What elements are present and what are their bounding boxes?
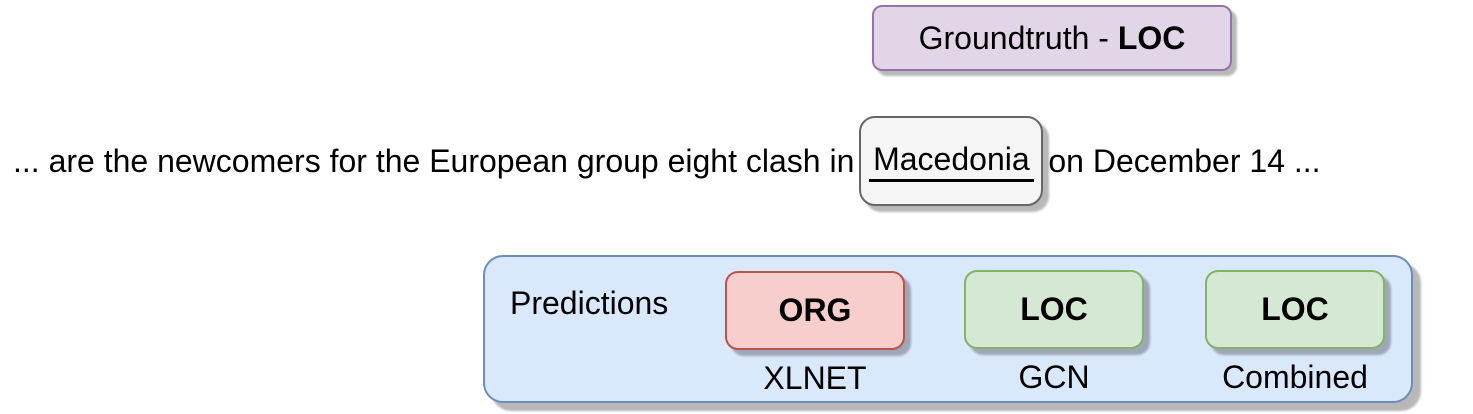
predictions-panel: Predictions ORG XLNET LOC GCN LOC Combin… bbox=[483, 255, 1413, 403]
prediction-box-xlnet: ORG bbox=[725, 271, 905, 350]
groundtruth-label: LOC bbox=[1117, 19, 1186, 56]
predictions-title: Predictions bbox=[510, 285, 669, 321]
model-label-combined: Combined bbox=[1222, 359, 1368, 395]
example-sentence: ... are the newcomers for the European g… bbox=[13, 115, 1321, 207]
prediction-group-combined: LOC Combined bbox=[1205, 270, 1385, 396]
model-label-gcn: GCN bbox=[1018, 359, 1090, 395]
groundtruth-box: Groundtruth - LOC bbox=[872, 5, 1232, 71]
groundtruth-prefix: Groundtruth - bbox=[918, 19, 1118, 56]
entity-box: Macedonia bbox=[859, 116, 1044, 206]
entity-text: Macedonia bbox=[869, 141, 1034, 182]
model-label-xlnet: XLNET bbox=[763, 360, 867, 396]
prediction-box-combined: LOC bbox=[1205, 270, 1385, 349]
prediction-group-xlnet: ORG XLNET bbox=[725, 271, 905, 397]
prediction-box-gcn: LOC bbox=[964, 270, 1144, 349]
sentence-text-after: on December 14 ... bbox=[1048, 142, 1321, 179]
prediction-group-gcn: LOC GCN bbox=[964, 270, 1144, 396]
sentence-text-before: ... are the newcomers for the European g… bbox=[13, 142, 855, 179]
